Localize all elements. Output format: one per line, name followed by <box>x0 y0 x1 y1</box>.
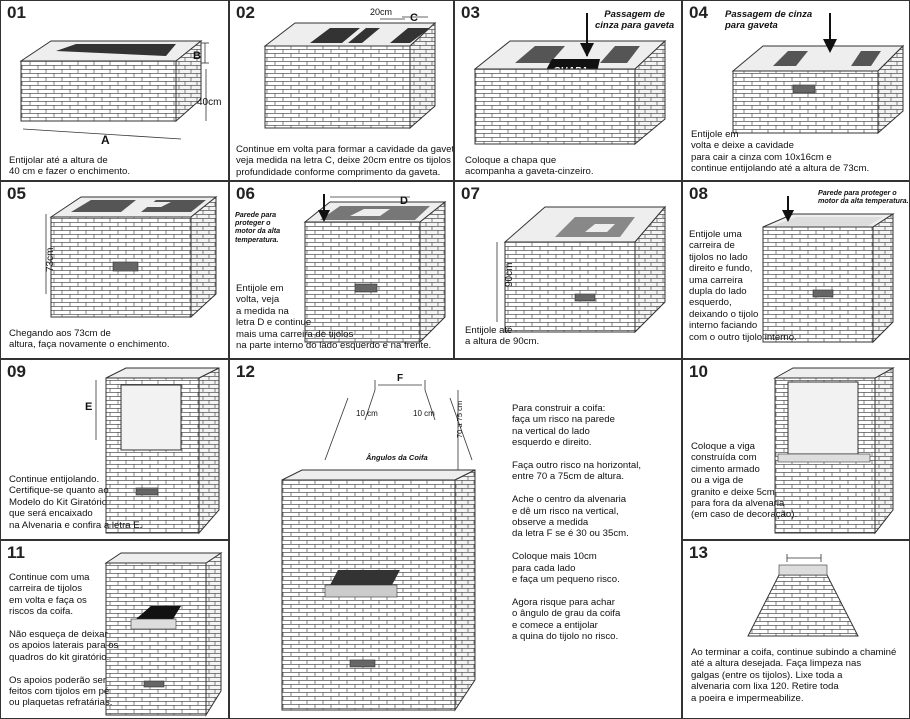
step-number: 04 <box>689 3 708 22</box>
illustration-11 <box>104 552 223 717</box>
step-number: 07 <box>461 184 480 203</box>
illustration-10 <box>773 367 895 535</box>
step-number: 08 <box>689 184 708 203</box>
panel-09: 09 E Continue entijolando.Certifique-se … <box>0 359 229 540</box>
left-offset-label: 10 cm <box>356 409 378 418</box>
illustration-05: 73cm <box>45 195 218 319</box>
panel-12: 12 F 10 cm 10 cm 70 a 75 cm Ângulos da C… <box>229 359 682 719</box>
caption-09: Continue entijolando.Certifique-se quant… <box>9 474 143 531</box>
illustration-02: 20cm C <box>263 7 437 130</box>
step-number: 06 <box>236 184 255 203</box>
step-number: 03 <box>461 3 480 22</box>
step-number: 05 <box>7 184 26 203</box>
step-number: 13 <box>689 543 708 562</box>
dimension-b-label: B <box>193 50 201 62</box>
illustration-12: F 10 cm 10 cm 70 a 75 cm Ângulos da Coif… <box>281 373 476 712</box>
dimension-d-label: D <box>400 195 408 207</box>
illustration-04 <box>731 13 905 135</box>
dimension-c-label: C <box>410 12 418 24</box>
caption-13: Ao terminar a coifa, continue subindo a … <box>691 647 897 704</box>
dimension-height-label: 40cm <box>197 97 221 108</box>
dimension-e-label: E <box>85 401 92 413</box>
height-range-label: 70 a 75 cm <box>455 401 464 438</box>
illustration-01: B 40cm A <box>19 39 221 147</box>
step-number: 02 <box>236 3 255 22</box>
panel-02: 02 20cm C Continue em volta para formar … <box>229 0 454 181</box>
step-number: 12 <box>236 362 255 381</box>
step-number: 10 <box>689 362 708 381</box>
illustration-13 <box>747 554 859 637</box>
illustration-06: D <box>303 194 447 344</box>
illustration-08 <box>762 196 895 344</box>
dimension-height-label: 73cm <box>45 248 56 272</box>
illustration-03: CHAPA <box>473 13 667 146</box>
step-number: 11 <box>7 543 25 562</box>
dimension-a-label: A <box>101 133 110 147</box>
step-number: 09 <box>7 362 26 381</box>
angles-label: Ângulos da Coifa <box>365 453 428 462</box>
panel-13: 13 Ao terminar a coifa, continue subindo… <box>682 540 910 719</box>
step-number: 01 <box>7 3 26 22</box>
right-offset-label: 10 cm <box>413 409 435 418</box>
dimension-f-label: F <box>397 373 403 384</box>
illustration-07: 90cm <box>496 205 667 334</box>
illustration-09: E <box>85 367 220 535</box>
caption-02: Continue em volta para formar a cavidade… <box>236 144 454 178</box>
gap-label: 20cm <box>370 7 392 17</box>
dimension-height-label: 90cm <box>504 263 515 287</box>
caption-12: Para construir a coifa:faça um risco na … <box>512 403 642 643</box>
